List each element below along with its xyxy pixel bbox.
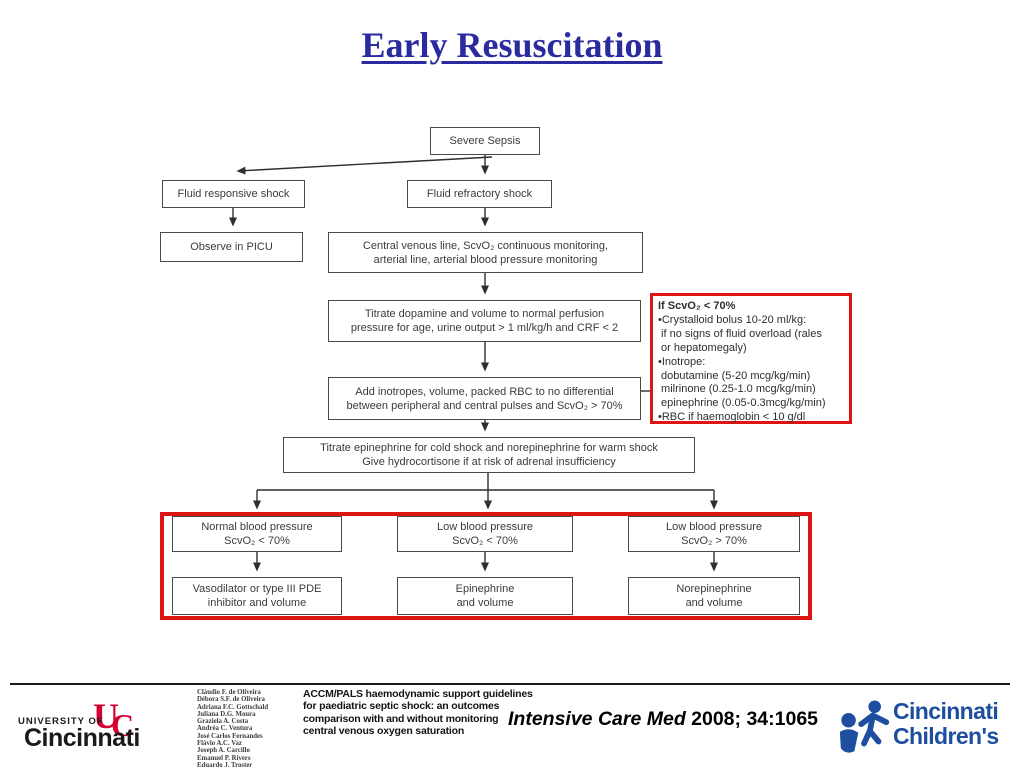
flow-box-observe-picu: Observe in PICU: [160, 232, 303, 262]
author-name: Juliana D.G. Moura: [197, 710, 256, 718]
flow-box-normal-bp-low-scvo2: Normal blood pressure ScvO₂ < 70%: [172, 516, 342, 552]
journal-citation: Intensive Care Med 2008; 34:1065: [508, 708, 818, 731]
citation-detail: 2008; 34:1065: [685, 708, 819, 730]
svg-text:U: U: [93, 696, 119, 736]
flow-box-severe-sepsis: Severe Sepsis: [430, 127, 540, 155]
flow-box-add-inotropes: Add inotropes, volume, packed RBC to no …: [328, 377, 641, 420]
author-name: Graziela A. Costa: [197, 718, 249, 726]
flow-box-central-venous-line: Central venous line, ScvO₂ continuous mo…: [328, 232, 643, 273]
author-name: Débora S.F. de Oliveira: [197, 696, 265, 704]
flow-box-norepinephrine-volume: Norepinephrine and volume: [628, 577, 800, 615]
author-name: Adriana F.C. Gottschald: [197, 703, 269, 711]
flow-box-low-bp-high-scvo2: Low blood pressure ScvO₂ > 70%: [628, 516, 800, 552]
scvo2-protocol-callout: If ScvO₂ < 70% •Crystalloid bolus 10-20 …: [650, 293, 852, 424]
author-name: Cláudio F. de Oliveira: [197, 689, 261, 696]
flow-box-titrate-dopamine: Titrate dopamine and volume to normal pe…: [328, 300, 641, 342]
author-name: Andréa C. Ventura: [197, 725, 253, 733]
flow-box-low-bp-low-scvo2: Low blood pressure ScvO₂ < 70%: [397, 516, 573, 552]
flow-box-epinephrine-volume: Epinephrine and volume: [397, 577, 573, 615]
author-name: Flávio A.C. Vaz: [197, 740, 242, 748]
author-name: Eduardo J. Troster: [197, 761, 253, 768]
footer-divider: [10, 683, 1010, 685]
uc-logo-icon: U C: [93, 696, 134, 740]
author-list: Cláudio F. de Oliveira Débora S.F. de Ol…: [197, 689, 268, 768]
flow-box-fluid-refractory-shock: Fluid refractory shock: [407, 180, 552, 208]
author-name: Joseph A. Carcillo: [197, 747, 250, 755]
university-of-label: UNIVERSITY OF: [18, 716, 104, 727]
cincinnati-wordmark: Cincinnati: [24, 724, 140, 752]
page-title: Early Resuscitation: [361, 25, 663, 65]
paper-title: ACCM/PALS haemodynamic support guideline…: [303, 688, 533, 737]
flow-box-titrate-epinephrine: Titrate epinephrine for cold shock and n…: [283, 437, 695, 473]
therapy-outcomes-frame: [160, 512, 812, 620]
cincinnati-childrens-icon: [839, 700, 890, 753]
flow-box-fluid-responsive-shock: Fluid responsive shock: [162, 180, 305, 208]
svg-text:C: C: [111, 707, 134, 740]
flow-box-vasodilator: Vasodilator or type III PDE inhibitor an…: [172, 577, 342, 615]
cincinnati-childrens-wordmark: Cincinnati Children's: [893, 698, 999, 749]
author-name: José Carlos Fernandes: [197, 732, 263, 740]
author-name: Emanuel P. Rivers: [197, 754, 251, 762]
callout-header: If ScvO₂ < 70%: [658, 300, 736, 312]
journal-name: Intensive Care Med: [508, 708, 686, 730]
